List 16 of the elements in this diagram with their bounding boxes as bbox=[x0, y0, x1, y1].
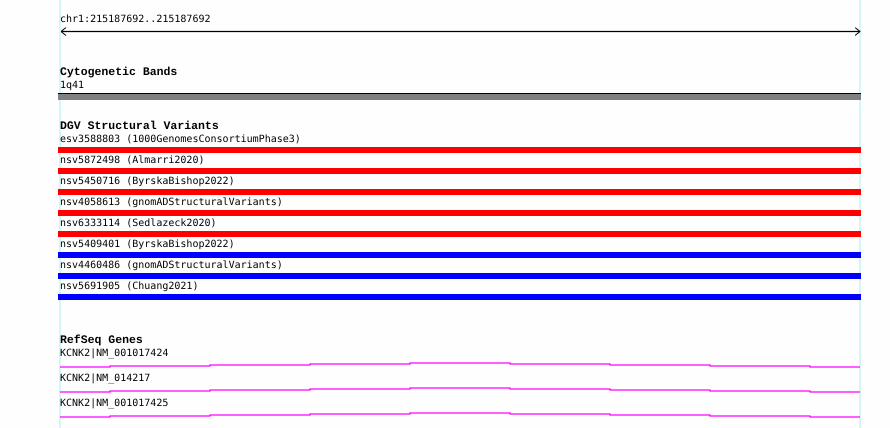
variant-label: nsv6333114 (Sedlazeck2020) bbox=[60, 218, 217, 230]
band-label: 1q41 bbox=[60, 80, 84, 92]
locus-label: chr1:215187692..215187692 bbox=[60, 14, 211, 26]
track-title: RefSeq Genes bbox=[60, 335, 143, 347]
track-title: Cytogenetic Bands bbox=[60, 67, 178, 79]
variant-label: nsv4460486 (gnomADStructuralVariants) bbox=[60, 260, 283, 272]
gene-label: KCNK2|NM_014217 bbox=[60, 373, 150, 385]
gene-label: KCNK2|NM_001017425 bbox=[60, 398, 168, 410]
variant-label: nsv4058613 (gnomADStructuralVariants) bbox=[60, 197, 283, 209]
variant-label: esv3588803 (1000GenomesConsortiumPhase3) bbox=[60, 134, 301, 146]
gene-label: KCNK2|NM_001017424 bbox=[60, 348, 168, 360]
variant-label: nsv5409401 (ByrskaBishop2022) bbox=[60, 239, 235, 251]
variant-label: nsv5691905 (Chuang2021) bbox=[60, 281, 198, 293]
variant-label: nsv5450716 (ByrskaBishop2022) bbox=[60, 176, 235, 188]
track-title: DGV Structural Variants bbox=[60, 121, 219, 133]
variant-label: nsv5872498 (Almarri2020) bbox=[60, 155, 204, 167]
